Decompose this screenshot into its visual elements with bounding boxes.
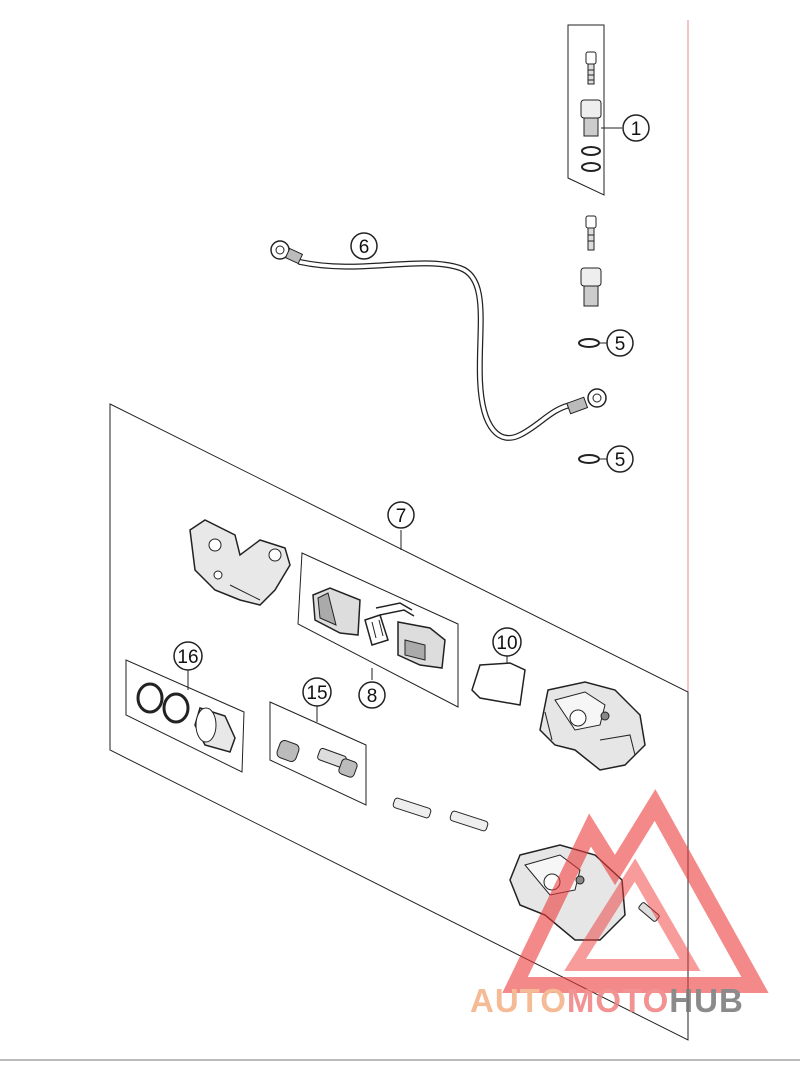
banjo-bolt-group	[580, 215, 602, 307]
piston-kit-frame	[125, 659, 245, 773]
guide-pin	[392, 797, 432, 819]
watermark-part2: MOTO	[567, 982, 669, 1019]
callout-label: 15	[306, 683, 327, 704]
callout-label: 7	[396, 506, 407, 527]
watermark-part3: HUB	[669, 982, 744, 1019]
callout-16: 16	[173, 641, 203, 671]
svg-text:AUTOMOTOHUB: AUTOMOTOHUB	[470, 982, 744, 1019]
piston-seal	[162, 692, 190, 724]
slide-pin	[317, 747, 358, 778]
bleeder-screw	[580, 99, 602, 137]
brake-pad-right	[397, 621, 446, 669]
pad-wear-arrow	[375, 602, 415, 617]
washer	[581, 146, 601, 156]
washer-5a	[578, 338, 600, 348]
callout-label: 8	[367, 686, 378, 707]
brake-pad-left	[312, 587, 361, 636]
caliper-piston	[194, 707, 236, 753]
callout-label: 6	[359, 237, 370, 258]
pad-spring	[364, 614, 389, 646]
washer-5b	[578, 454, 600, 464]
callout-7: 7	[387, 501, 415, 529]
callout-15: 15	[302, 677, 332, 707]
watermark-logo: AUTOMOTOHUB	[470, 789, 769, 1019]
callout-label: 1	[631, 119, 642, 140]
slide-pin-boot	[276, 740, 300, 762]
watermark-triangle-icon	[502, 789, 769, 993]
callout-label: 10	[496, 633, 517, 654]
bleeder-cap	[585, 51, 597, 85]
bleeder-kit-group	[567, 24, 622, 196]
slide-pin-kit-frame	[269, 701, 367, 806]
pad-kit-frame	[297, 552, 459, 708]
caliper-kit-frame	[109, 403, 689, 1041]
caliper-body	[539, 681, 646, 771]
callout-label: 5	[615, 450, 626, 471]
callout-label: 16	[177, 647, 198, 668]
callout-1: 1	[622, 114, 650, 142]
brake-line	[270, 240, 607, 441]
bleeder-kit-frame	[567, 24, 605, 196]
callout-label: 5	[615, 334, 626, 355]
piston-seal	[136, 682, 164, 714]
guide-pin	[449, 810, 489, 832]
callout-5b: 5	[606, 445, 634, 473]
pad-shim	[471, 662, 526, 706]
watermark-part1: AUTO	[470, 982, 567, 1019]
caliper-bracket	[189, 519, 291, 606]
callout-6: 6	[350, 232, 378, 260]
callout-5a: 5	[606, 329, 634, 357]
callout-10: 10	[492, 627, 522, 657]
washer	[581, 162, 601, 172]
callout-8: 8	[358, 681, 386, 709]
